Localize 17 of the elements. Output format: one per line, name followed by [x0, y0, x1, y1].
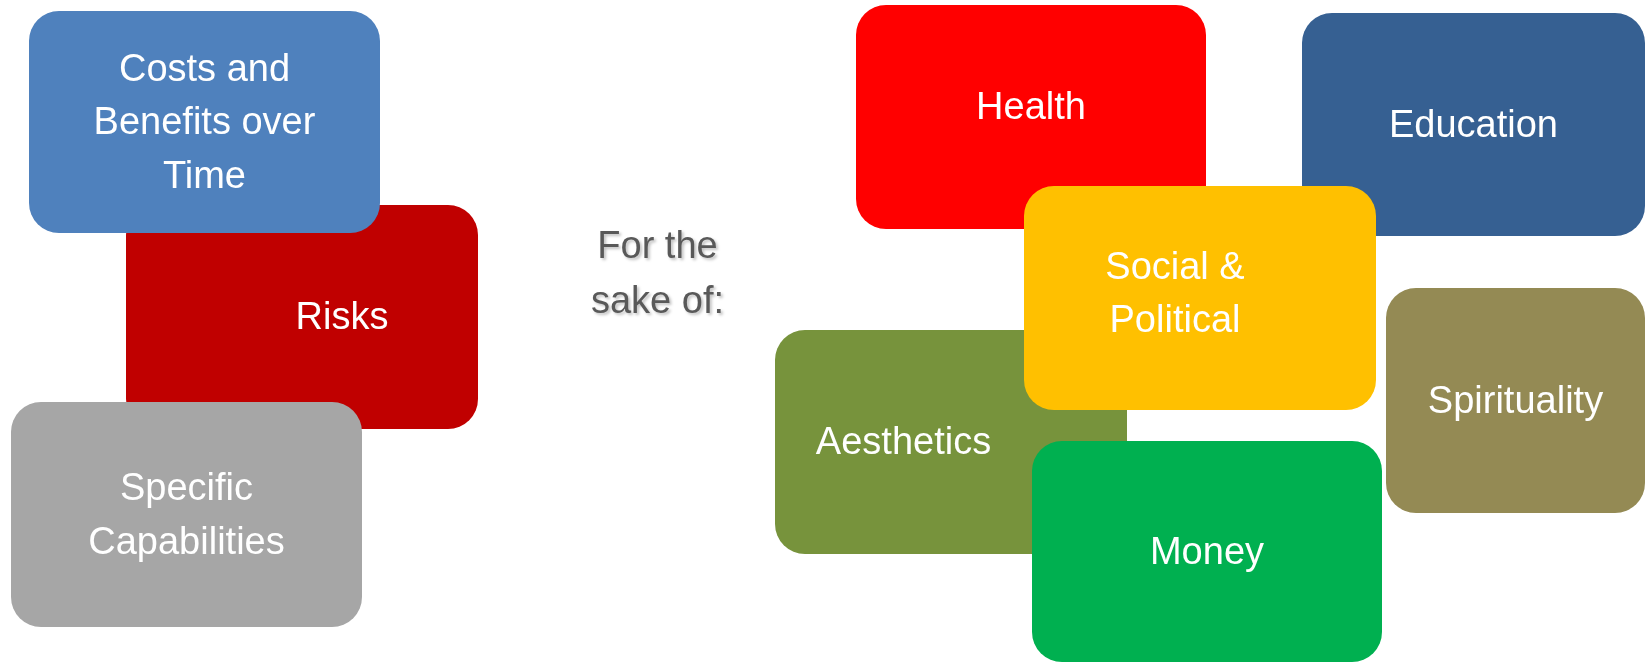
rounded-box	[11, 402, 362, 627]
rounded-box	[1032, 441, 1382, 662]
rounded-box	[1386, 288, 1645, 513]
rounded-box	[856, 5, 1206, 229]
box-label: Health	[976, 84, 1086, 130]
rounded-box	[29, 11, 380, 233]
box-label: Spirituality	[1427, 377, 1604, 423]
box-label: Aesthetics	[815, 419, 992, 465]
box-label: Social & Political	[1104, 243, 1246, 342]
box-label: Costs and Benefits over Time	[92, 46, 317, 198]
box-label: Risks	[295, 294, 389, 340]
heading-text: For the sake of:	[589, 223, 726, 324]
rounded-box	[1024, 186, 1376, 410]
box-label: Education	[1389, 101, 1558, 147]
box-label: Specific Capabilities	[87, 465, 286, 564]
box-label: Money	[1149, 528, 1265, 574]
rounded-box	[1302, 13, 1645, 236]
